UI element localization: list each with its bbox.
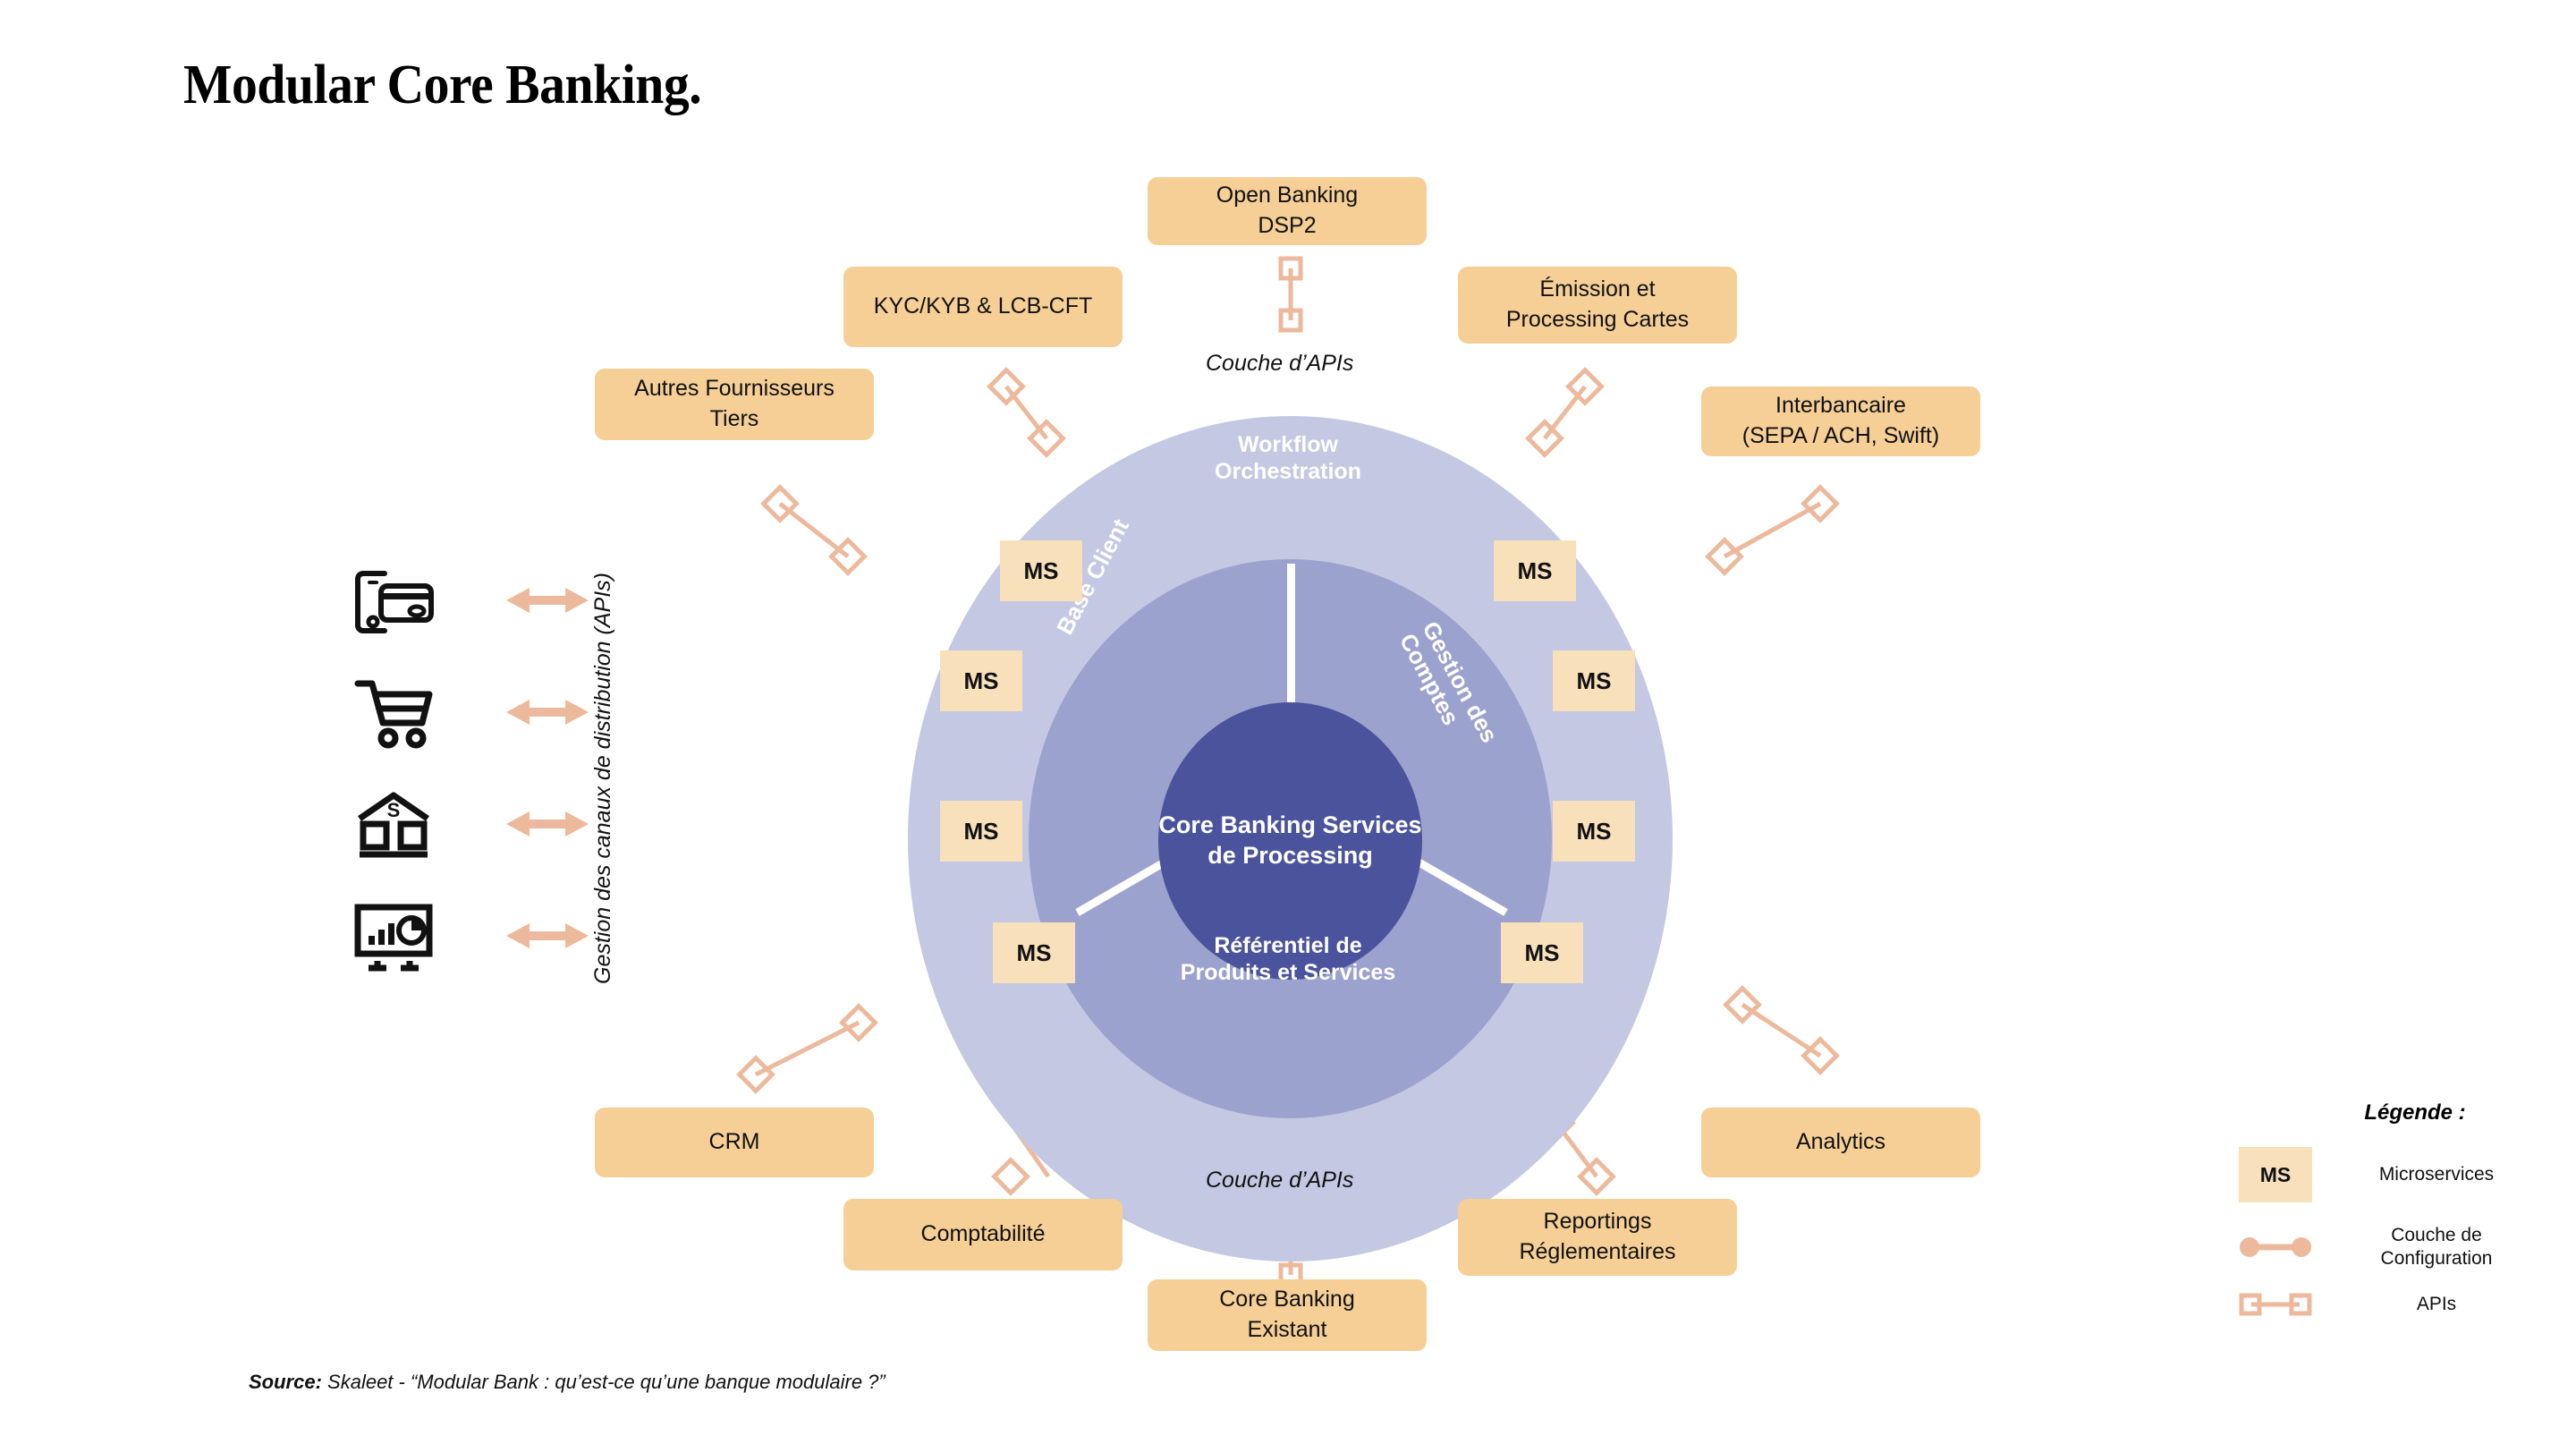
- source-note: Source: Skaleet - “Modular Bank : qu’est…: [249, 1371, 886, 1394]
- distribution-channels-axis-label: Gestion des canaux de distribution (APIs…: [590, 573, 615, 984]
- legend-ms-label: MS: [2239, 1147, 2312, 1202]
- bank-building-icon: S: [347, 787, 440, 864]
- ms-box-left-3[interactable]: MS: [940, 801, 1022, 862]
- legend-row-configuration: Couche de Configuration: [2227, 1224, 2549, 1271]
- legend-label-microservices: Microservices: [2378, 1163, 2495, 1185]
- referentiel-produits-label: Référentiel de Produits et Services: [1180, 933, 1396, 985]
- api-layer-label-top: Couche d’APIs: [1206, 351, 1354, 376]
- box-emission-cartes[interactable]: Émission et Processing Cartes: [1458, 267, 1737, 344]
- channel-row-mobile: [347, 564, 589, 641]
- channel-row-analytics: [347, 899, 589, 976]
- channel-arrow-analytics: [506, 921, 589, 956]
- legend-title: Légende :: [2364, 1100, 2466, 1125]
- channel-row-branch: S: [347, 787, 589, 864]
- core-label: Core Banking Services de Processing: [1158, 811, 1422, 869]
- box-interbancaire[interactable]: Interbancaire (SEPA / ACH, Swift): [1701, 386, 1980, 456]
- ms-box-right-1[interactable]: MS: [1494, 540, 1576, 601]
- box-reportings[interactable]: Reportings Réglementaires: [1458, 1199, 1737, 1276]
- legend: Légende : MS Microservices Couche de Con…: [2227, 1100, 2549, 1316]
- sector-divider-top: [1287, 564, 1295, 720]
- box-crm[interactable]: CRM: [595, 1108, 874, 1177]
- ms-box-right-4[interactable]: MS: [1501, 922, 1583, 983]
- source-text: Skaleet - “Modular Bank : qu’est-ce qu’u…: [321, 1371, 886, 1393]
- core-circle: Core Banking Services de Processing: [1158, 702, 1422, 980]
- channel-arrow-ecommerce: [506, 697, 589, 732]
- api-connector-lower-right: [1726, 989, 1837, 1073]
- box-comptabilite[interactable]: Comptabilité: [843, 1199, 1123, 1270]
- api-connector-top-center: [1278, 256, 1303, 333]
- channel-arrow-mobile: [506, 585, 589, 620]
- legend-swatch-ms-box: MS: [2227, 1147, 2324, 1202]
- ms-box-right-3[interactable]: MS: [1553, 801, 1635, 862]
- ms-box-left-2[interactable]: MS: [940, 650, 1022, 711]
- ms-box-right-2[interactable]: MS: [1553, 650, 1635, 711]
- source-prefix: Source:: [249, 1371, 322, 1393]
- api-layer-label-bottom: Couche d’APIs: [1206, 1168, 1354, 1193]
- box-analytics[interactable]: Analytics: [1701, 1108, 1980, 1177]
- channel-arrow-branch: [506, 809, 589, 844]
- api-connector-mid-left: [764, 488, 865, 573]
- box-core-banking-existant[interactable]: Core Banking Existant: [1148, 1279, 1427, 1351]
- api-connector-upper-right: [1529, 370, 1602, 455]
- api-connector-lower-left: [740, 1007, 876, 1091]
- legend-swatch-config-dumbbell: [2227, 1236, 2324, 1259]
- legend-label-apis: APIs: [2416, 1293, 2457, 1314]
- api-connector-mid-right: [1708, 488, 1837, 573]
- workflow-orchestration-label: Workflow Orchestration: [1215, 432, 1361, 484]
- page-title: Modular Core Banking.: [183, 55, 702, 115]
- ms-box-left-4[interactable]: MS: [993, 922, 1075, 983]
- shopping-cart-icon: [347, 675, 440, 752]
- api-connector-upper-left: [990, 370, 1063, 455]
- box-kyc-kyb-lcb-cft[interactable]: KYC/KYB & LCB-CFT: [843, 267, 1123, 347]
- ms-box-left-1[interactable]: MS: [1000, 540, 1082, 601]
- dashboard-monitor-icon: [347, 899, 440, 976]
- mobile-card-payment-icon: [347, 564, 440, 641]
- legend-row-microservices: MS Microservices: [2227, 1147, 2549, 1202]
- svg-text:S: S: [387, 799, 401, 821]
- legend-label-configuration: Couche de Configuration: [2380, 1225, 2493, 1270]
- box-autres-fournisseurs[interactable]: Autres Fournisseurs Tiers: [595, 369, 874, 440]
- legend-swatch-api-dumbbell: [2227, 1293, 2324, 1316]
- channel-row-ecommerce: [347, 675, 589, 752]
- box-open-banking-dsp2[interactable]: Open Banking DSP2: [1148, 177, 1427, 245]
- legend-row-apis: APIs: [2227, 1293, 2549, 1316]
